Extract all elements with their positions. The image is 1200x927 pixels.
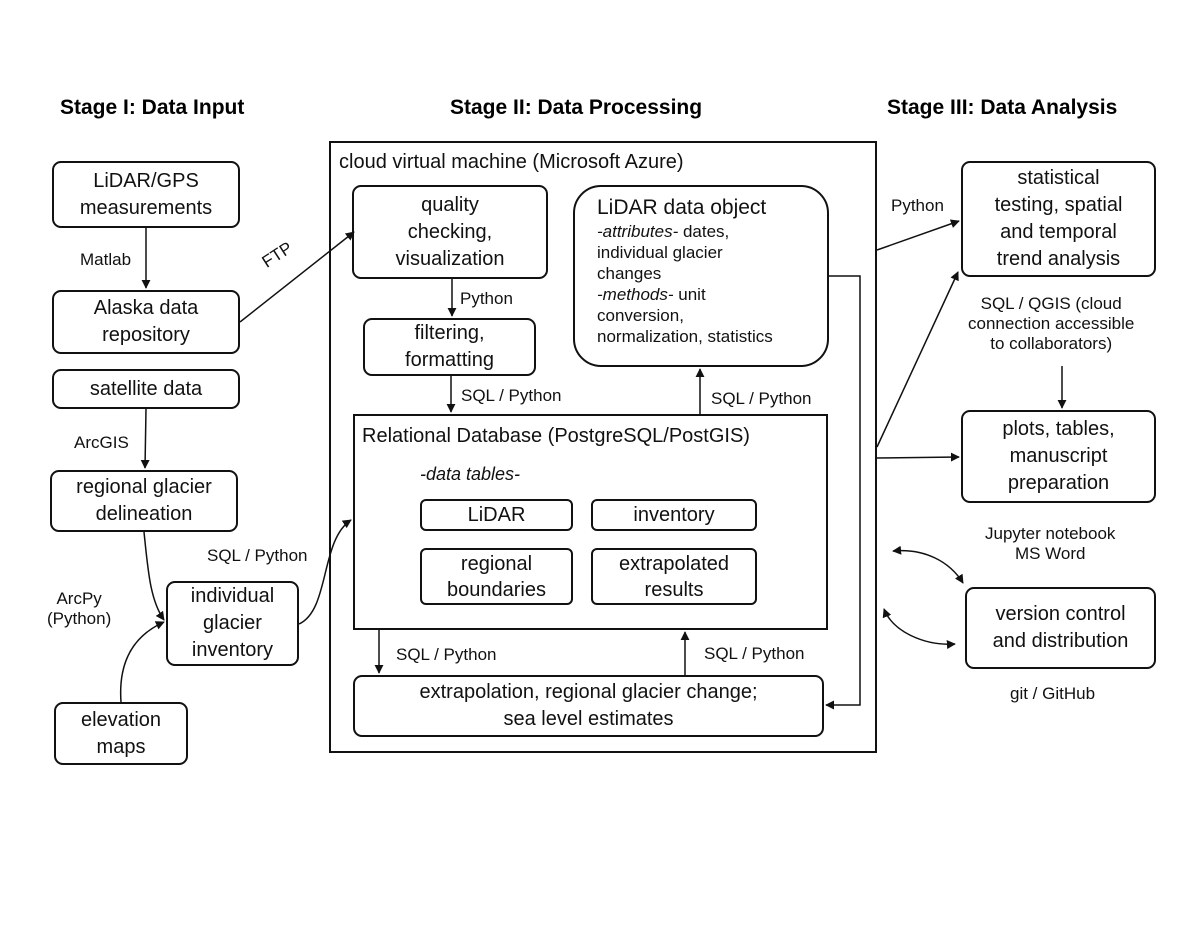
- arrow-satellite-to-delineation: [140, 408, 150, 469]
- arrow-jupyter-bidirectional: [892, 545, 964, 584]
- filtering-formatting-node[interactable]: filtering,formatting: [363, 318, 536, 376]
- stage-2-heading: Stage II: Data Processing: [450, 96, 703, 119]
- lidar-object-methods-line2: conversion,: [597, 306, 684, 325]
- arrow-delineation-to-inventory: [143, 531, 165, 621]
- stage-3-heading: Stage III: Data Analysis: [887, 96, 1118, 119]
- lidar-object-methods-line3: normalization, statistics: [597, 327, 773, 346]
- data-tables-caption: -data tables-: [420, 464, 521, 484]
- lidar-data-object-node[interactable]: LiDAR data object -attributes- dates, in…: [573, 185, 829, 367]
- lidar-object-title: LiDAR data object: [597, 196, 767, 219]
- sql-python-down-label: SQL / Python: [396, 645, 497, 664]
- lidar-object-attributes-line2: individual glacier: [597, 243, 723, 262]
- lidar-table[interactable]: LiDAR: [420, 499, 573, 531]
- arrow-vm-to-statistical: [876, 271, 959, 448]
- lidar-object-methods: -methods- unit: [597, 285, 706, 304]
- sql-python-up-label: SQL / Python: [704, 644, 805, 663]
- git-label: git / GitHub: [1010, 684, 1096, 703]
- arrow-git-bidirectional: [882, 608, 956, 650]
- database-title: Relational Database (PostgreSQL/PostGIS): [362, 425, 750, 447]
- cloud-vm-title: cloud virtual machine (Microsoft Azure): [339, 151, 684, 173]
- python-quality-label: Python: [460, 289, 513, 308]
- lidar-object-attributes-line3: changes: [597, 264, 662, 283]
- arcgis-label: ArcGIS: [74, 433, 129, 452]
- arrow-vm-to-plots: [876, 452, 960, 462]
- lidar-object-attributes: -attributes- dates,: [597, 222, 730, 241]
- sql-python-filter-label: SQL / Python: [461, 386, 562, 405]
- cloud-vm-container: [329, 141, 877, 753]
- sql-python-object-label: SQL / Python: [711, 389, 812, 408]
- matlab-label: Matlab: [80, 250, 132, 269]
- arrow-repo-to-quality: [239, 231, 355, 323]
- inventory-table[interactable]: inventory: [591, 499, 757, 531]
- relational-database: [353, 414, 828, 630]
- python-stats-label: Python: [891, 196, 944, 215]
- arrow-object-to-extrapolation: [825, 275, 861, 710]
- arcpy-label: ArcPy(Python): [47, 589, 112, 628]
- arrow-python-to-statistical: [876, 219, 960, 251]
- stage-1-heading: Stage I: Data Input: [60, 96, 245, 119]
- satellite-data-node[interactable]: satellite data: [52, 369, 240, 409]
- extrapolation-node[interactable]: extrapolation, regional glacier change;s…: [353, 675, 824, 737]
- arrow-inventory-to-database: [298, 519, 352, 625]
- arrow-elevation-to-inventory: [119, 621, 165, 703]
- sql-python-inventory-label: SQL / Python: [207, 546, 308, 565]
